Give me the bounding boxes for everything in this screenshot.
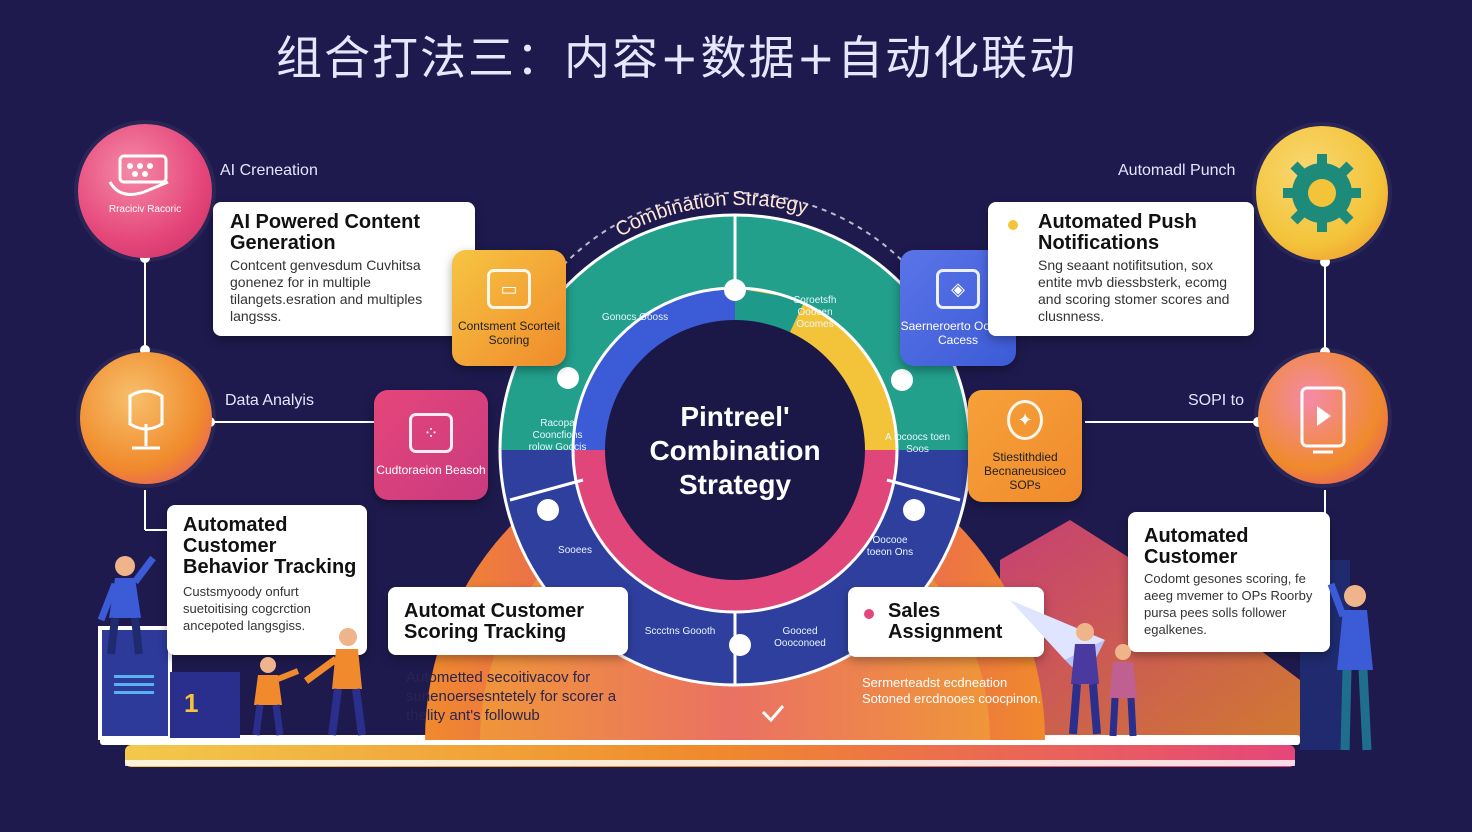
keyboard-hand-icon	[108, 154, 169, 196]
scoring-tracking-card-title: Automat Customer Scoring Tracking	[404, 600, 585, 643]
center-line-2: Combination	[649, 435, 821, 466]
ring-text-g: Sccctns Goooth	[644, 626, 716, 637]
customer-scores-tile-text: Saerneroerto Oooecs Cacess	[900, 319, 1016, 347]
ai-creation-label: AI Creneation	[220, 162, 318, 179]
people-paper-plane-illustration	[1010, 600, 1137, 737]
standardized-sops-tile-text: Stiestithdied Becnaneusiceo SOPs	[983, 450, 1067, 492]
push-notifications-card-body: Sng seaant notifitsution, sox entite mvb…	[1038, 257, 1230, 324]
customer-research-tile-text: Cudtoraeion Beasoh	[376, 463, 486, 477]
sop-circle	[1258, 352, 1388, 484]
ring-text-b: Soroetsfh Ooocen Ocomes	[793, 295, 837, 330]
ring-text-f: Sooees	[558, 545, 592, 556]
grid-icon: ⁘	[409, 413, 453, 453]
shield-icon: ◈	[936, 269, 980, 309]
push-notifications-card: Automated Push Notifications Sng seaant …	[988, 202, 1254, 336]
ai-content-card-title: AI Powered Content Generation	[230, 211, 421, 254]
page-title: 组合打法三：内容+数据+自动化联动	[276, 31, 1078, 85]
ring-text-a: Gonocs Gooss	[601, 312, 669, 323]
content-scoring-tile-text: Contsment Scorteit Scoring	[457, 319, 561, 347]
ai-content-card-body: Contcent genvesdum Cuvhitsa gonenez for …	[230, 257, 423, 324]
center-title: Pintreel' Combination Strategy	[615, 400, 855, 502]
gear-icon	[1283, 154, 1361, 232]
step-badge: 1	[184, 688, 199, 718]
automated-customer-card-body: Codomt gesones scoring, fe aeeg mvemer t…	[1144, 571, 1313, 637]
sales-assignment-body: Sermerteadst ecdneation Sotoned ercdnooe…	[862, 675, 1042, 706]
data-analysis-circle	[80, 352, 212, 484]
ai-creation-circle-text: Rraciciv Racoric	[108, 204, 182, 215]
data-analysis-label: Data Analyis	[225, 392, 314, 409]
flask-chart-icon	[128, 389, 164, 450]
push-dot	[1008, 220, 1018, 230]
ai-creation-circle: Rraciciv Racoric	[78, 124, 212, 258]
sop-label: SOPI to	[1188, 392, 1245, 409]
behavior-tracking-card-title: Automated Customer Behavior Tracking	[183, 514, 357, 578]
ring-text-d: A locoocs toen Soos	[884, 432, 951, 455]
scoring-tracking-card: Automat Customer Scoring Tracking	[388, 587, 628, 655]
automated-push-label: Automadl Punch	[1118, 162, 1236, 179]
center-line-3: Strategy	[678, 469, 792, 500]
person-right-illustration	[1327, 582, 1373, 751]
person-left-illustration	[97, 555, 156, 655]
screen-icon: ▭	[487, 269, 531, 309]
lightbulb-icon: ✦	[1007, 400, 1043, 440]
automated-push-circle	[1256, 126, 1388, 260]
sales-assignment-title: Sales Assignment	[888, 600, 1003, 643]
push-notifications-card-title: Automated Push Notifications	[1038, 211, 1197, 254]
ai-content-card: AI Powered Content Generation Contcent g…	[213, 202, 475, 336]
content-scoring-tile: ▭ Contsment Scorteit Scoring	[452, 250, 566, 366]
automated-customer-card-title: Automated Customer	[1144, 525, 1249, 568]
sales-dot	[864, 609, 874, 619]
tablet-play-icon	[1300, 386, 1346, 454]
behavior-tracking-card: Automated Customer Behavior Tracking Cus…	[167, 505, 367, 655]
behavior-tracking-card-body: Custsmyoody onfurt suetoitising cogcrcti…	[183, 584, 311, 633]
customer-research-tile: ⁘ Cudtoraeion Beasoh	[374, 390, 488, 500]
sales-assignment-card: Sales Assignment	[848, 587, 1044, 657]
ring-text-e: Oocooe toeon Ons	[866, 535, 914, 558]
ring-text-c: Racopa Cooncfions rolow Goocis	[528, 418, 587, 453]
person-pointing-illustration	[252, 628, 366, 736]
center-line-1: Pintreel'	[680, 401, 790, 432]
automated-customer-card: Automated Customer Codomt gesones scorin…	[1128, 512, 1330, 652]
standardized-sops-tile: ✦ Stiestithdied Becnaneusiceo SOPs	[968, 390, 1082, 502]
ring-text-h: Gooced Oooconoed	[774, 626, 826, 649]
scoring-tracking-body: Autometted secoitivacov for sunenoersesn…	[406, 669, 617, 724]
